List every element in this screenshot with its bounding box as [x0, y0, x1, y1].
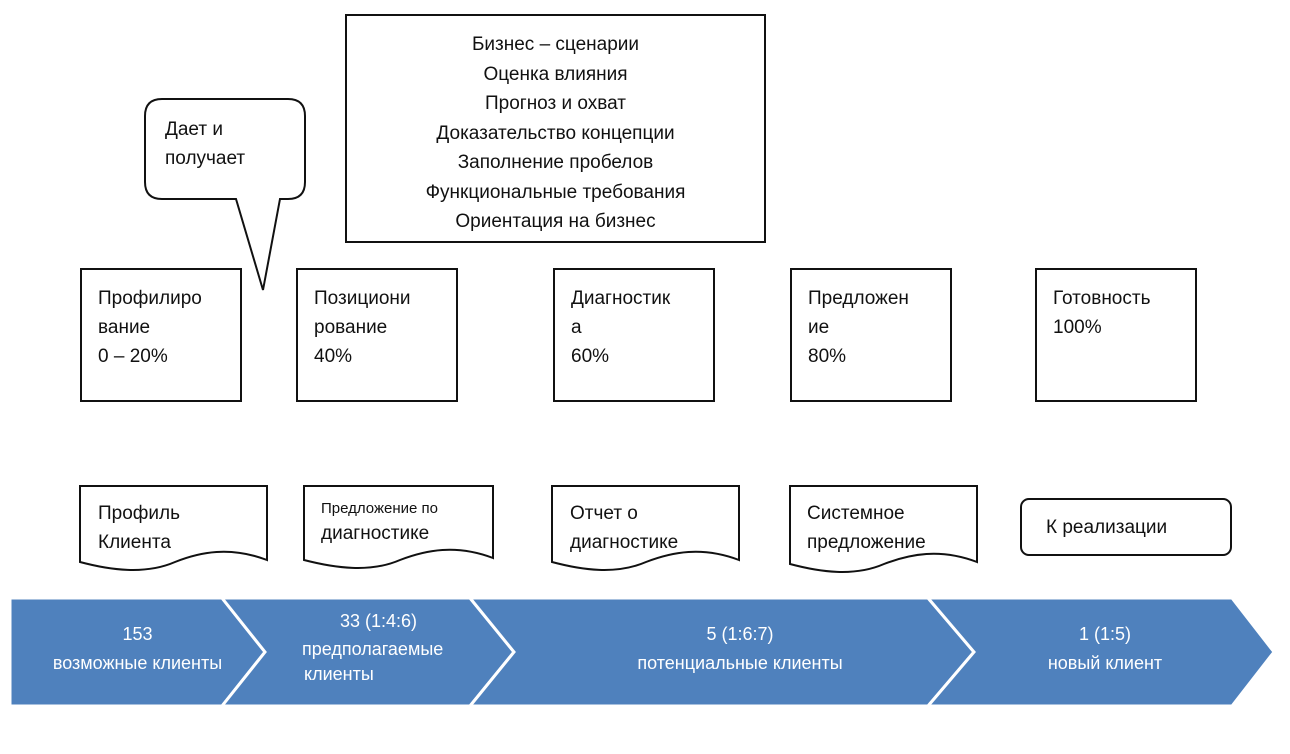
- document-line: Предложение по: [321, 500, 438, 517]
- document-line: Профиль: [98, 503, 181, 524]
- stage-percent: 100%: [1053, 317, 1102, 338]
- document-shape-system-proposal: [789, 485, 978, 573]
- callout-line: получает: [165, 148, 246, 169]
- stage-line: Позициони: [314, 288, 411, 309]
- requirement-item: Бизнес – сценарии: [471, 34, 640, 55]
- funnel-stage-3-text: 5 (1:6:7) потенциальные клиенты: [540, 622, 940, 680]
- stage-box-positioning: Позициони рование 40%: [296, 268, 458, 402]
- stage-box-profiling: Профилиро вание 0 – 20%: [80, 268, 242, 402]
- callout-line: Дает и: [165, 119, 223, 140]
- funnel-count: 33 (1:4:6): [340, 611, 418, 631]
- funnel-stage-4-text: 1 (1:5) новый клиент: [990, 622, 1220, 680]
- stage-percent: 40%: [314, 346, 353, 367]
- callout-bubble: [144, 98, 306, 291]
- funnel-stage-2-text: 33 (1:4:6) предполагаемые клиенты: [290, 608, 480, 684]
- stage-box-readiness: Готовность 100%: [1035, 268, 1197, 402]
- stage-line: Профилиро: [98, 288, 202, 309]
- funnel-label: возможные клиенты: [52, 653, 223, 673]
- funnel-label: потенциальные клиенты: [637, 653, 843, 673]
- funnel-arrow-4: [924, 596, 1276, 708]
- document-system-proposal: Системное предложение: [807, 499, 926, 557]
- stage-box-diagnostics: Диагностик а 60%: [553, 268, 715, 402]
- document-line: Системное: [807, 503, 905, 524]
- document-line: Отчет о: [570, 503, 638, 524]
- requirement-item: Ориентация на бизнес: [455, 211, 656, 232]
- stage-line: рование: [314, 317, 388, 338]
- funnel-count: 1 (1:5): [1078, 624, 1132, 644]
- stage-box-proposal: Предложен ие 80%: [790, 268, 952, 402]
- stage-percent: 80%: [808, 346, 847, 367]
- document-shape-diag-report: [551, 485, 740, 571]
- stage-line: Предложен: [808, 288, 909, 309]
- stage-line: а: [571, 317, 582, 338]
- funnel-label: клиенты: [304, 664, 374, 684]
- funnel-label: предполагаемые: [302, 639, 444, 659]
- stage-line: Готовность: [1053, 288, 1151, 309]
- funnel-stage-1-text: 153 возможные клиенты: [10, 622, 265, 680]
- funnel-label: новый клиент: [1047, 653, 1163, 673]
- document-shape-diag-proposal: [303, 485, 494, 569]
- requirement-item: Оценка влияния: [483, 63, 628, 85]
- document-profile: Профиль Клиента: [98, 499, 180, 557]
- stage-line: вание: [98, 317, 151, 338]
- document-line: диагностике: [321, 523, 430, 544]
- stage-line: Диагностик: [571, 288, 671, 309]
- document-diag-report: Отчет о диагностике: [570, 499, 678, 557]
- callout-text: Дает и получает: [165, 115, 245, 173]
- stage-line: ие: [808, 317, 830, 338]
- stage-percent: 60%: [571, 346, 610, 367]
- requirement-item: Доказательство концепции: [436, 122, 675, 144]
- requirement-item: Прогноз и охват: [484, 93, 627, 114]
- ready-for-implementation-box: К реализации: [1020, 498, 1232, 556]
- document-line: диагностике: [570, 532, 679, 553]
- document-line: Клиента: [98, 532, 171, 553]
- requirement-item: Заполнение пробелов: [457, 152, 654, 173]
- funnel-count: 153: [122, 624, 153, 644]
- document-shape-profile: [79, 485, 268, 571]
- stage-percent: 0 – 20%: [98, 346, 168, 367]
- business-requirements-box: Бизнес – сценарии Оценка влияния Прогноз…: [345, 14, 766, 243]
- document-line: предложение: [807, 532, 926, 553]
- requirement-item: Функциональные требования: [425, 181, 686, 203]
- document-diag-proposal: Предложение по диагностике: [321, 498, 438, 548]
- funnel-count: 5 (1:6:7): [706, 624, 774, 644]
